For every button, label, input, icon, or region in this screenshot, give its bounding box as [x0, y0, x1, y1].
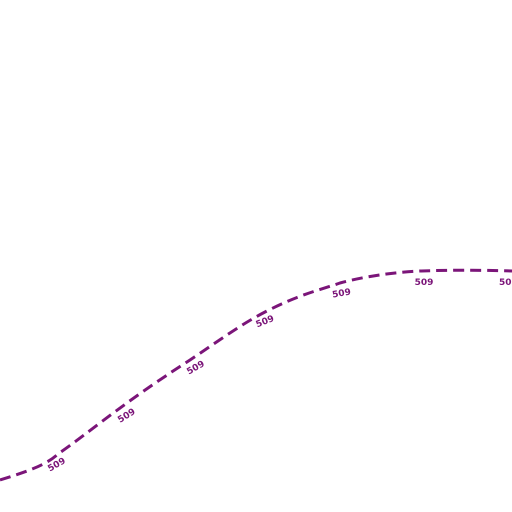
- route-line[interactable]: [0, 268, 512, 482]
- route-ref-label: 509: [415, 278, 434, 288]
- route-ref-label: 509: [332, 287, 352, 300]
- route-ref-label: 509: [499, 278, 512, 288]
